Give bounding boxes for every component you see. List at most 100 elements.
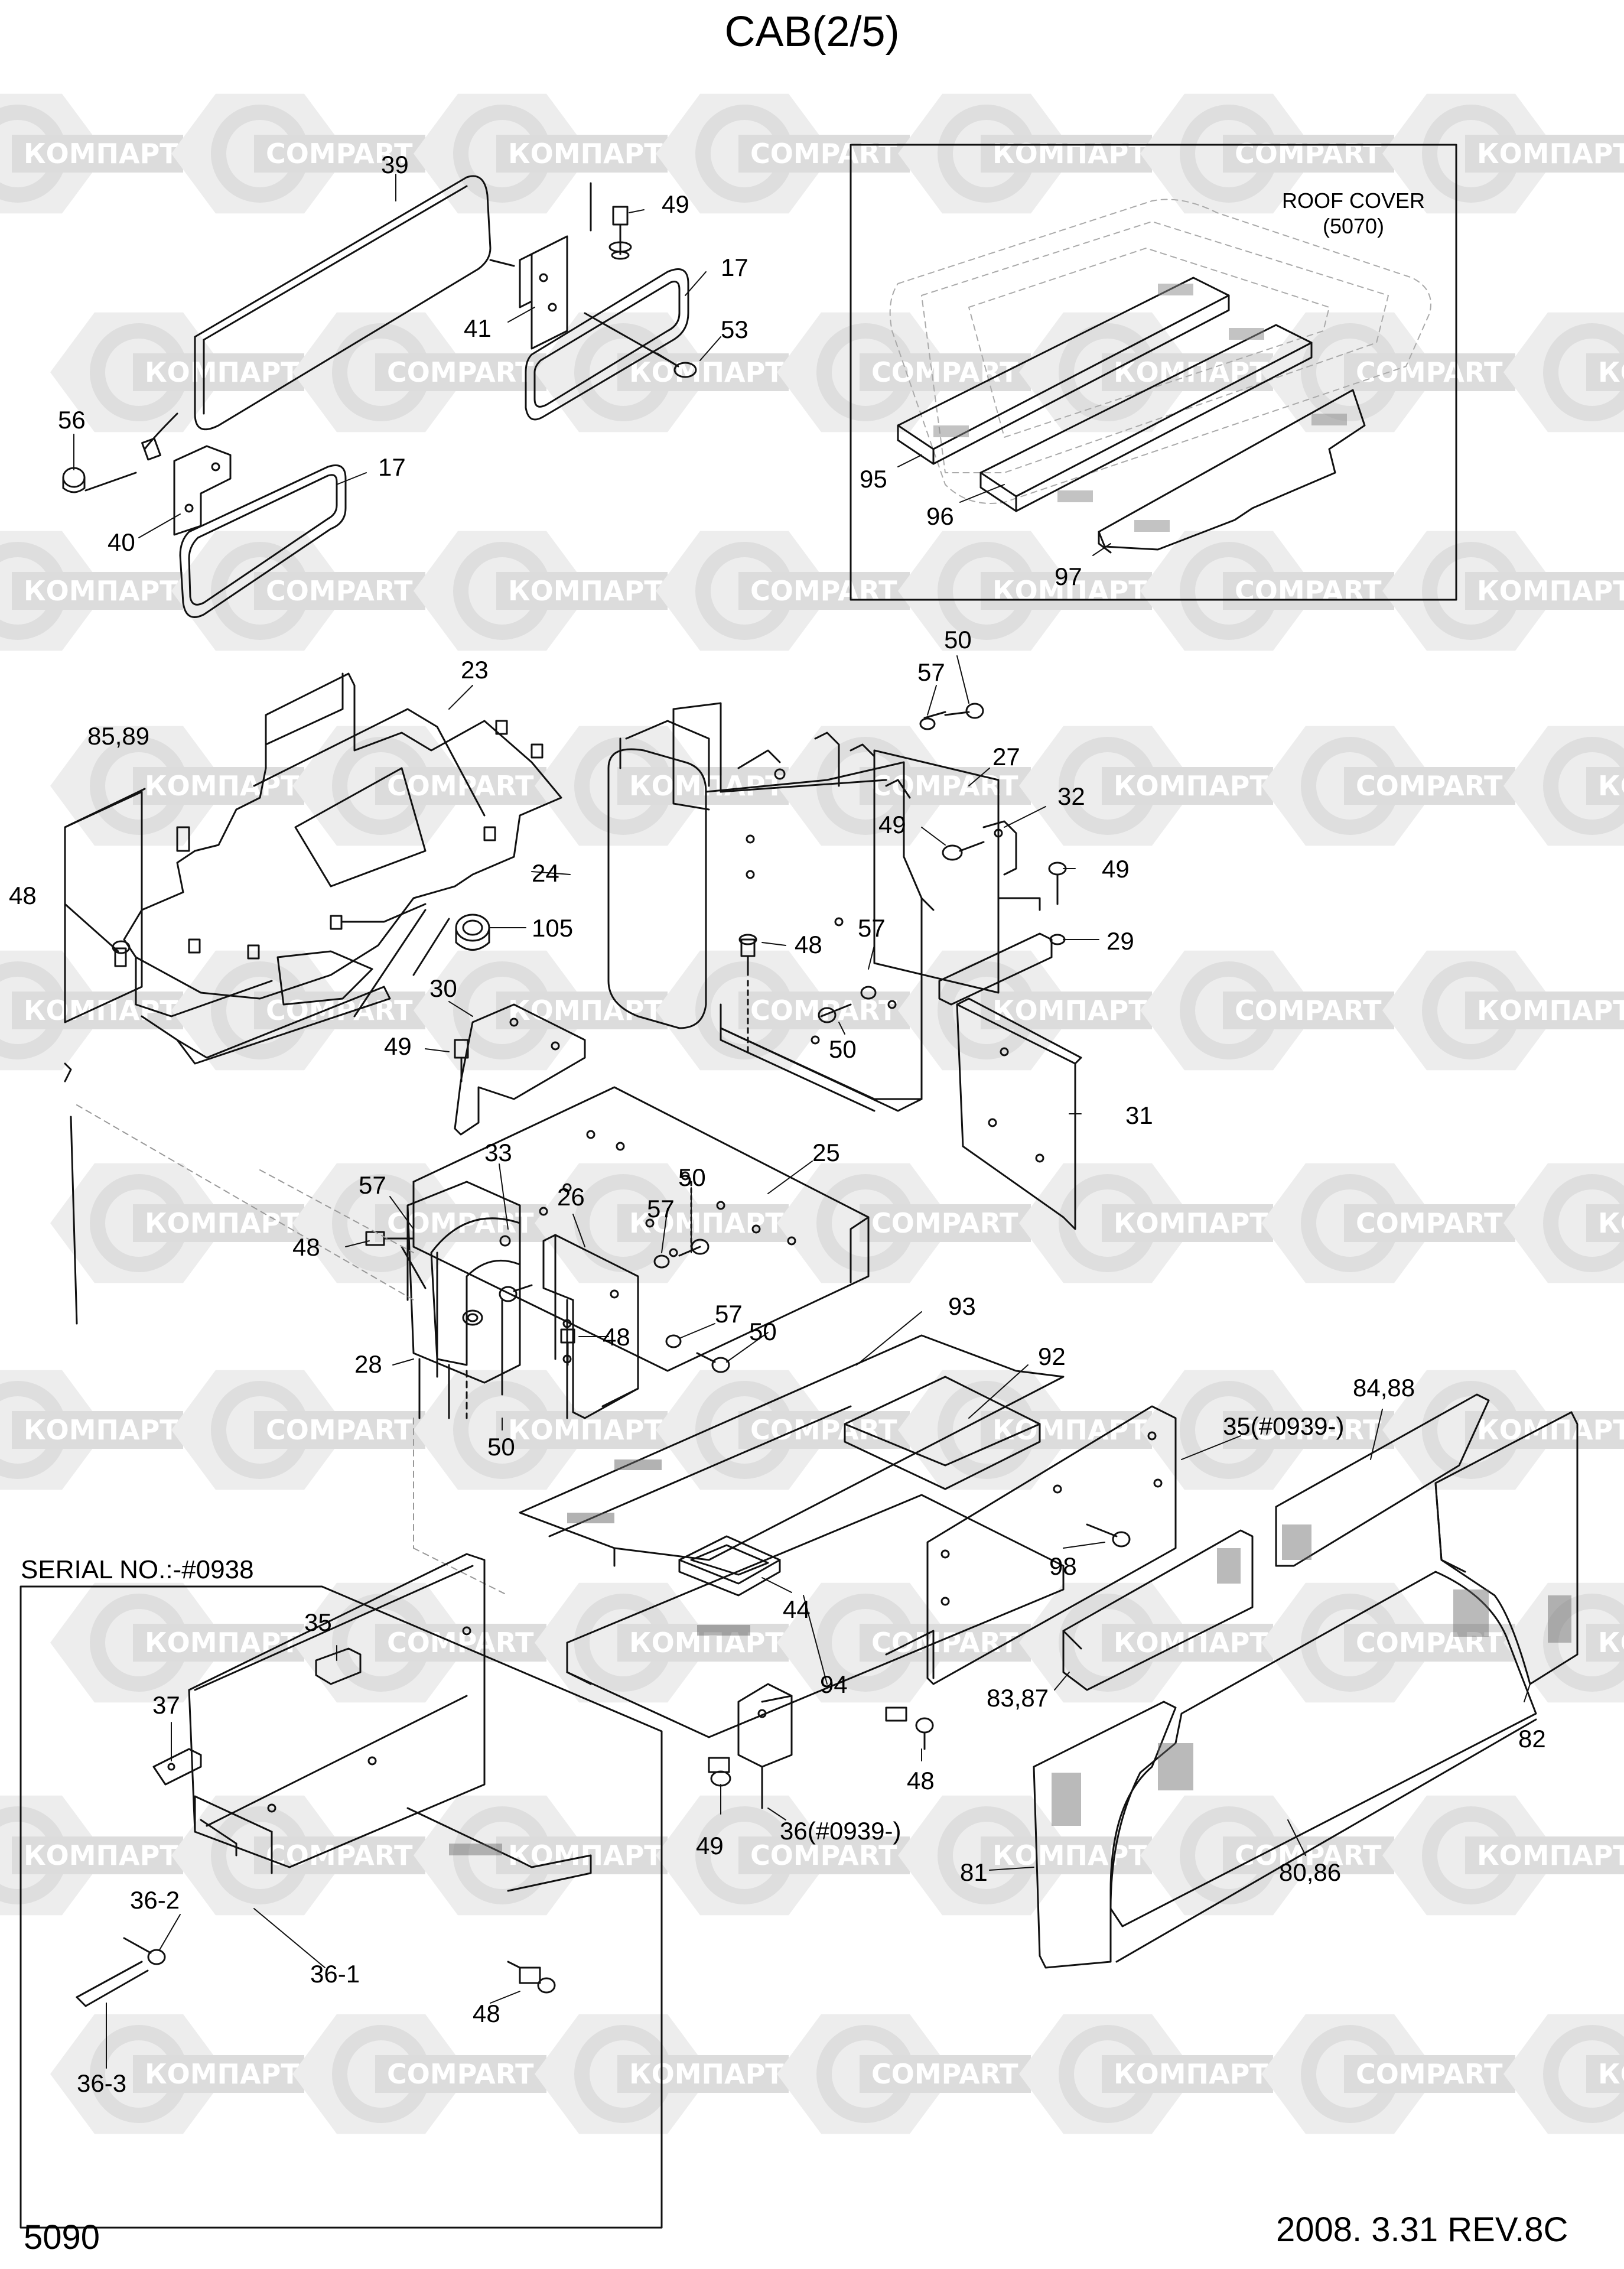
- part-label-36-3: 36-3: [77, 2069, 127, 2097]
- watermark-text: COMPART: [266, 1414, 413, 1446]
- part-label-32: 32: [1057, 782, 1085, 810]
- watermark-text: КОМПАРТ: [508, 994, 663, 1026]
- panel-35-right: [885, 1405, 1177, 1685]
- part-label-36-1: 36-1: [310, 1960, 360, 1988]
- watermark-text: КОМПАРТ: [24, 138, 178, 170]
- bracket-30: [454, 1003, 586, 1136]
- watermark-tile: КОМПАРТ: [0, 1370, 183, 1490]
- watermark-tile: КОМПАРТ: [1503, 1582, 1624, 1703]
- watermark-tile: КОМПАРТ: [1019, 2014, 1273, 2134]
- watermark-text: COMPART: [1356, 1207, 1503, 1239]
- watermark-tile: КОМПАРТ: [1503, 1163, 1624, 1283]
- part-label-48: 48: [795, 931, 822, 958]
- watermark-tile: КОМПАРТ: [1019, 1163, 1273, 1283]
- part-label-49: 49: [696, 1832, 724, 1860]
- part-label-50: 50: [829, 1035, 857, 1063]
- watermark-tile: КОМПАРТ: [898, 93, 1152, 214]
- watermark-text: COMPART: [750, 1414, 897, 1446]
- part-label-105: 105: [532, 914, 574, 942]
- part-label-31: 31: [1125, 1101, 1153, 1129]
- part-label-57: 57: [917, 658, 945, 686]
- panel-31: [956, 997, 1082, 1230]
- watermark-tile: КОМПАРТ: [414, 93, 668, 214]
- watermark-text: КОМПАРТ: [1598, 1627, 1624, 1659]
- watermark-tile: COMPART: [171, 531, 425, 651]
- part-label-50: 50: [944, 626, 972, 654]
- watermark-tile: КОМПАРТ: [414, 1795, 668, 1916]
- part-label-48: 48: [473, 2000, 500, 2027]
- watermark-text: КОМПАРТ: [992, 138, 1147, 170]
- watermark-tile: COMPART: [1140, 93, 1394, 214]
- part-label-83-87: 83,87: [987, 1684, 1049, 1712]
- rod-36-3: [76, 1961, 149, 2007]
- watermark-text: КОМПАРТ: [1114, 1207, 1268, 1239]
- watermark-text: КОМПАРТ: [1477, 575, 1624, 607]
- part-label-36-0939: 36(#0939-): [780, 1817, 902, 1845]
- mirror-39: [141, 175, 492, 461]
- bolt-57-50-center: [499, 1284, 533, 1396]
- serial-note: SERIAL NO.:-#0938: [21, 1555, 254, 1584]
- watermark-tile: COMPART: [292, 1582, 546, 1703]
- watermark-text: КОМПАРТ: [1477, 994, 1624, 1026]
- roof-cover-note-line2: (5070): [1322, 214, 1385, 239]
- part-label-35: 35: [304, 1608, 332, 1636]
- watermark-text: COMPART: [387, 770, 534, 802]
- part-label-49: 49: [384, 1032, 412, 1060]
- bolt-48-inset: [507, 1961, 556, 1994]
- watermark-text: КОМПАРТ: [629, 2058, 784, 2090]
- watermark-tile: КОМПАРТ: [414, 531, 668, 651]
- watermark-tile: КОМПАРТ: [1019, 1582, 1273, 1703]
- watermark-tile: COMPART: [656, 1370, 910, 1490]
- watermark-text: COMPART: [871, 770, 1018, 802]
- panel-27: [873, 749, 1000, 994]
- watermark-tile: COMPART: [1261, 726, 1515, 846]
- watermark-tile: COMPART: [777, 1163, 1031, 1283]
- bracket-29: [938, 932, 1066, 1006]
- grommet-105: [353, 909, 490, 1018]
- plate-25: [412, 1086, 870, 1372]
- watermark-tile: КОМПАРТ: [50, 726, 304, 846]
- serial-inset: [19, 1553, 663, 2229]
- part-label-95: 95: [860, 465, 887, 493]
- watermark-text: КОМПАРТ: [24, 1414, 178, 1446]
- bolt-49-top: [608, 206, 632, 260]
- bolt-48-lower: [885, 1706, 934, 1750]
- part-label-57: 57: [858, 914, 886, 942]
- watermark-text: COMPART: [1235, 1414, 1382, 1446]
- watermark-tile: COMPART: [656, 1795, 910, 1916]
- floor-mat-92: [844, 1376, 1041, 1490]
- watermark-tile: КОМПАРТ: [898, 950, 1152, 1071]
- trim-84-88: [1275, 1393, 1490, 1567]
- part-label-24: 24: [532, 859, 559, 887]
- roof-cover-note: ROOF COVER (5070): [1282, 188, 1425, 239]
- watermark-tile: КОМПАРТ: [50, 1582, 304, 1703]
- watermark-text: КОМПАРТ: [1598, 1207, 1624, 1239]
- part-label-98: 98: [1049, 1552, 1077, 1580]
- part-label-85-89: 85,89: [87, 722, 150, 750]
- part-label-81: 81: [960, 1858, 988, 1886]
- part-label-96: 96: [926, 502, 954, 530]
- watermark-tile: COMPART: [1140, 1370, 1394, 1490]
- part-label-17: 17: [378, 453, 406, 481]
- watermark-text: COMPART: [387, 2058, 534, 2090]
- watermark-text: КОМПАРТ: [1477, 138, 1624, 170]
- bracket-35-inset: [315, 1647, 362, 1685]
- part-label-29: 29: [1106, 927, 1134, 955]
- part-label-48: 48: [9, 882, 37, 909]
- bracket-41: [489, 182, 592, 350]
- trim-83-87: [1062, 1529, 1254, 1691]
- watermark-text: КОМПАРТ: [1477, 1414, 1624, 1446]
- watermark-text: COMPART: [1356, 770, 1503, 802]
- watermark-text: COMPART: [1356, 2058, 1503, 2090]
- watermark-tile: КОМПАРТ: [1382, 1370, 1624, 1490]
- watermark-text: КОМПАРТ: [629, 356, 784, 388]
- bracket-36-right: [737, 1683, 793, 1809]
- watermark-tile: COMPART: [1261, 1163, 1515, 1283]
- watermark-text: COMPART: [750, 1839, 897, 1871]
- watermark-tile: КОМПАРТ: [0, 93, 183, 214]
- watermark-text: КОМПАРТ: [1598, 2058, 1624, 2090]
- mirror-17-upper: [525, 268, 689, 421]
- watermark-text: COMPART: [266, 138, 413, 170]
- roof-cover-group: [850, 144, 1457, 601]
